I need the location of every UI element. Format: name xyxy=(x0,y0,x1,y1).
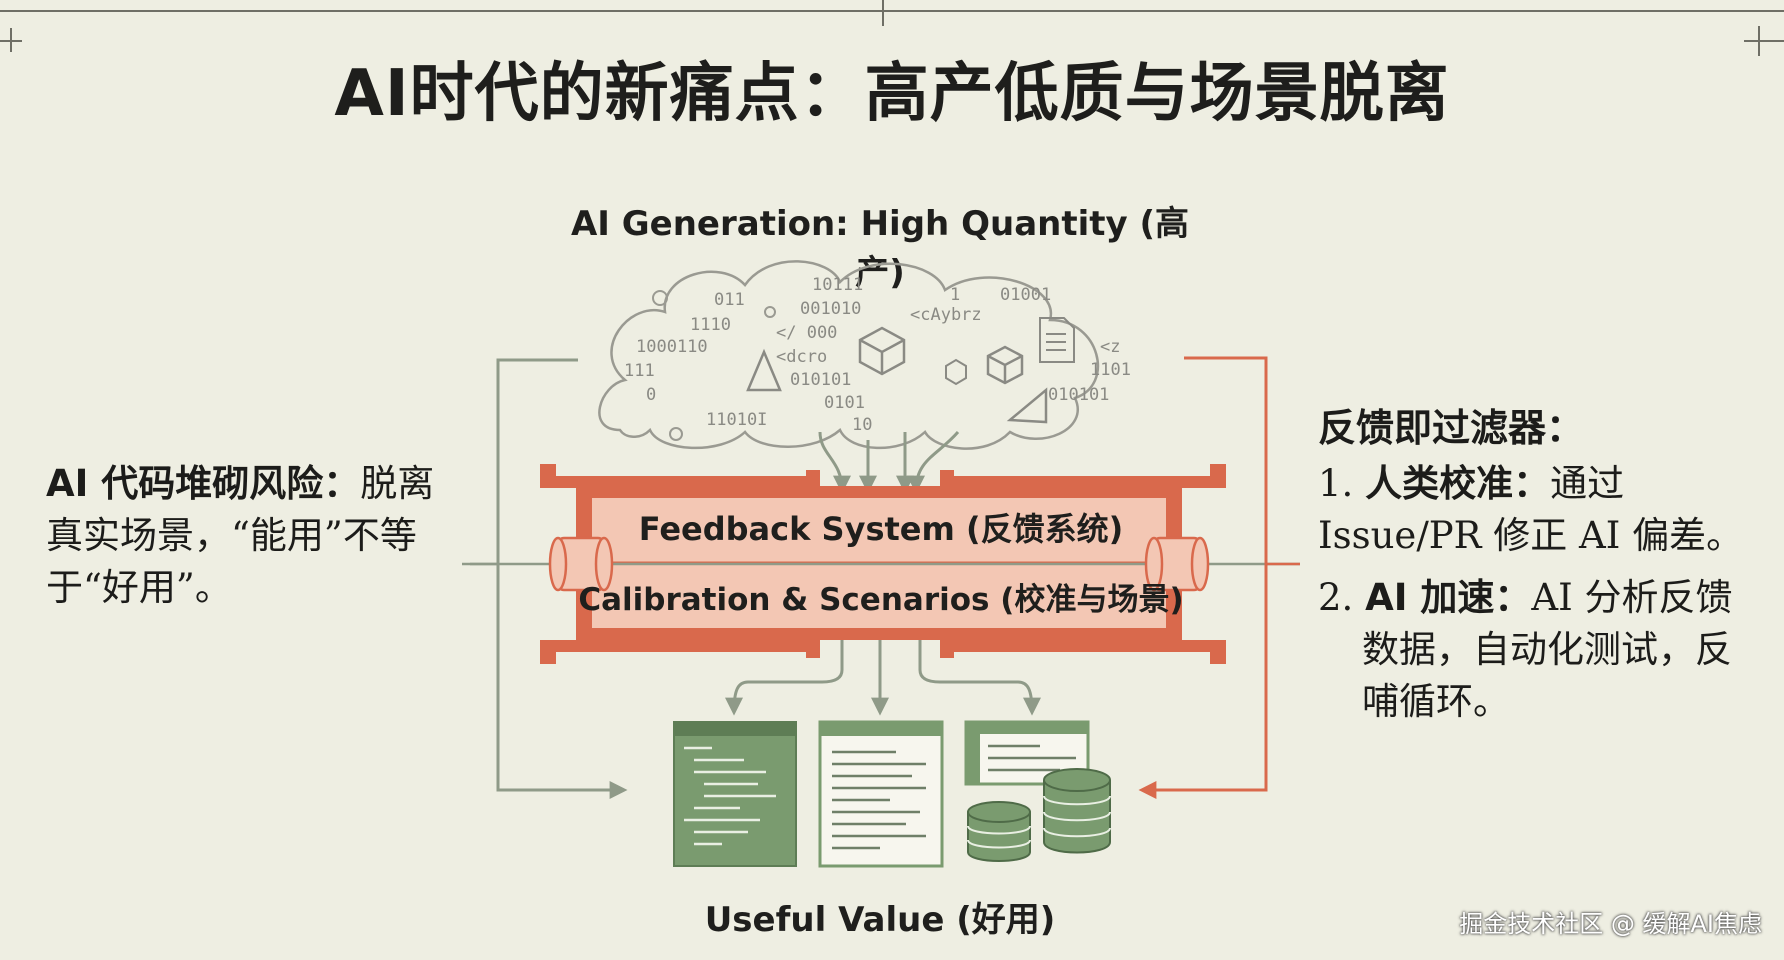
filter-label-feedback: Feedback System (反馈系统) xyxy=(639,510,1123,548)
cube-icon xyxy=(986,345,1024,385)
top-center-tick xyxy=(882,0,884,26)
right-cross-mark-h xyxy=(1744,40,1784,42)
cloud-fragment: <cAybrz xyxy=(910,305,982,325)
cube-icon xyxy=(858,326,906,376)
document-page-icon xyxy=(818,720,944,868)
cloud-fragment: 0 xyxy=(646,385,656,405)
cloud-fragment: 1000110 xyxy=(636,337,708,357)
cloud-fragment: 01001 xyxy=(1000,285,1051,305)
right-note-item-2: 2. AI 加速：AI 分析反馈数据，自动化测试，反哺循环。 xyxy=(1318,572,1758,728)
filter-label-calibration: Calibration & Scenarios (校准与场景) xyxy=(578,582,1183,618)
item-number: 2. xyxy=(1318,576,1354,619)
input-arrows xyxy=(818,431,960,494)
item-number: 1. xyxy=(1318,462,1354,505)
right-loop-arrow xyxy=(1138,356,1268,799)
cloud-fragment: 010101 xyxy=(790,370,851,390)
cloud-fragment: 0101 xyxy=(824,393,865,413)
database-icon xyxy=(1043,768,1111,854)
right-note-heading: 反馈即过滤器： xyxy=(1318,406,1585,450)
cloud-fragment: 10 xyxy=(852,415,872,435)
cloud-fragment: 1110 xyxy=(690,315,731,335)
left-loop-arrow xyxy=(496,358,628,799)
triangle-icon xyxy=(746,348,782,392)
triangle-icon xyxy=(1006,387,1048,424)
top-border-line xyxy=(0,10,1784,12)
feedback-filter: Feedback System (反馈系统) Calibration & Sce… xyxy=(470,464,1300,664)
page-title: AI时代的新痛点：高产低质与场景脱离 xyxy=(334,57,1450,131)
cloud-fragment: 011 xyxy=(714,290,745,310)
cloud-fragment: 10111 xyxy=(812,275,863,295)
cloud-fragment: 1101 xyxy=(1090,360,1131,380)
cloud-fragment: 1 xyxy=(950,285,960,305)
data-cloud: 011 10111 01001 1110 001010 1000110 </ 0… xyxy=(598,260,1131,450)
code-editor-icon xyxy=(673,721,797,867)
item-title: 人类校准： xyxy=(1365,462,1551,505)
item-title: AI 加速： xyxy=(1365,576,1532,619)
left-cross-mark-v xyxy=(10,28,12,52)
generation-label: AI Generation: High Quantity (高产) xyxy=(570,204,1190,293)
database-icon xyxy=(967,801,1031,862)
cloud-fragment: 111 xyxy=(624,361,655,381)
cloud-fragment: <z xyxy=(1100,337,1120,357)
left-note-text: 脱离真实场景，“能用”不等于“好用”。 xyxy=(46,462,435,609)
cloud-fragment: </ 000 xyxy=(776,323,837,343)
left-note-heading: AI 代码堆砌风险： xyxy=(46,462,361,505)
cloud-fragment: 11010I xyxy=(706,410,767,430)
output-label: Useful Value (好用) xyxy=(704,900,1056,940)
item-text: AI 分析反馈数据，自动化测试，反哺循环。 xyxy=(1362,576,1733,723)
hexagon-icon xyxy=(945,358,967,386)
cloud-fragment: 001010 xyxy=(800,299,861,319)
right-feedback-note: 反馈即过滤器： 1. 人类校准：通过 Issue/PR 修正 AI 偏差。 2.… xyxy=(1318,398,1758,728)
right-note-item-1: 1. 人类校准：通过 Issue/PR 修正 AI 偏差。 xyxy=(1318,458,1758,562)
output-arrows xyxy=(725,640,1041,716)
cloud-fragment: 010101 xyxy=(1048,385,1109,405)
right-cross-mark-v xyxy=(1758,26,1760,56)
watermark: 掘金技术社区 @ 缓解AI焦虑 xyxy=(1459,910,1762,938)
left-risk-note: AI 代码堆砌风险：脱离真实场景，“能用”不等于“好用”。 xyxy=(46,458,456,614)
document-icon xyxy=(1039,317,1075,363)
item-text: 通过 Issue/PR 修正 AI 偏差。 xyxy=(1318,462,1744,557)
cloud-fragment: <dcro xyxy=(776,347,827,367)
